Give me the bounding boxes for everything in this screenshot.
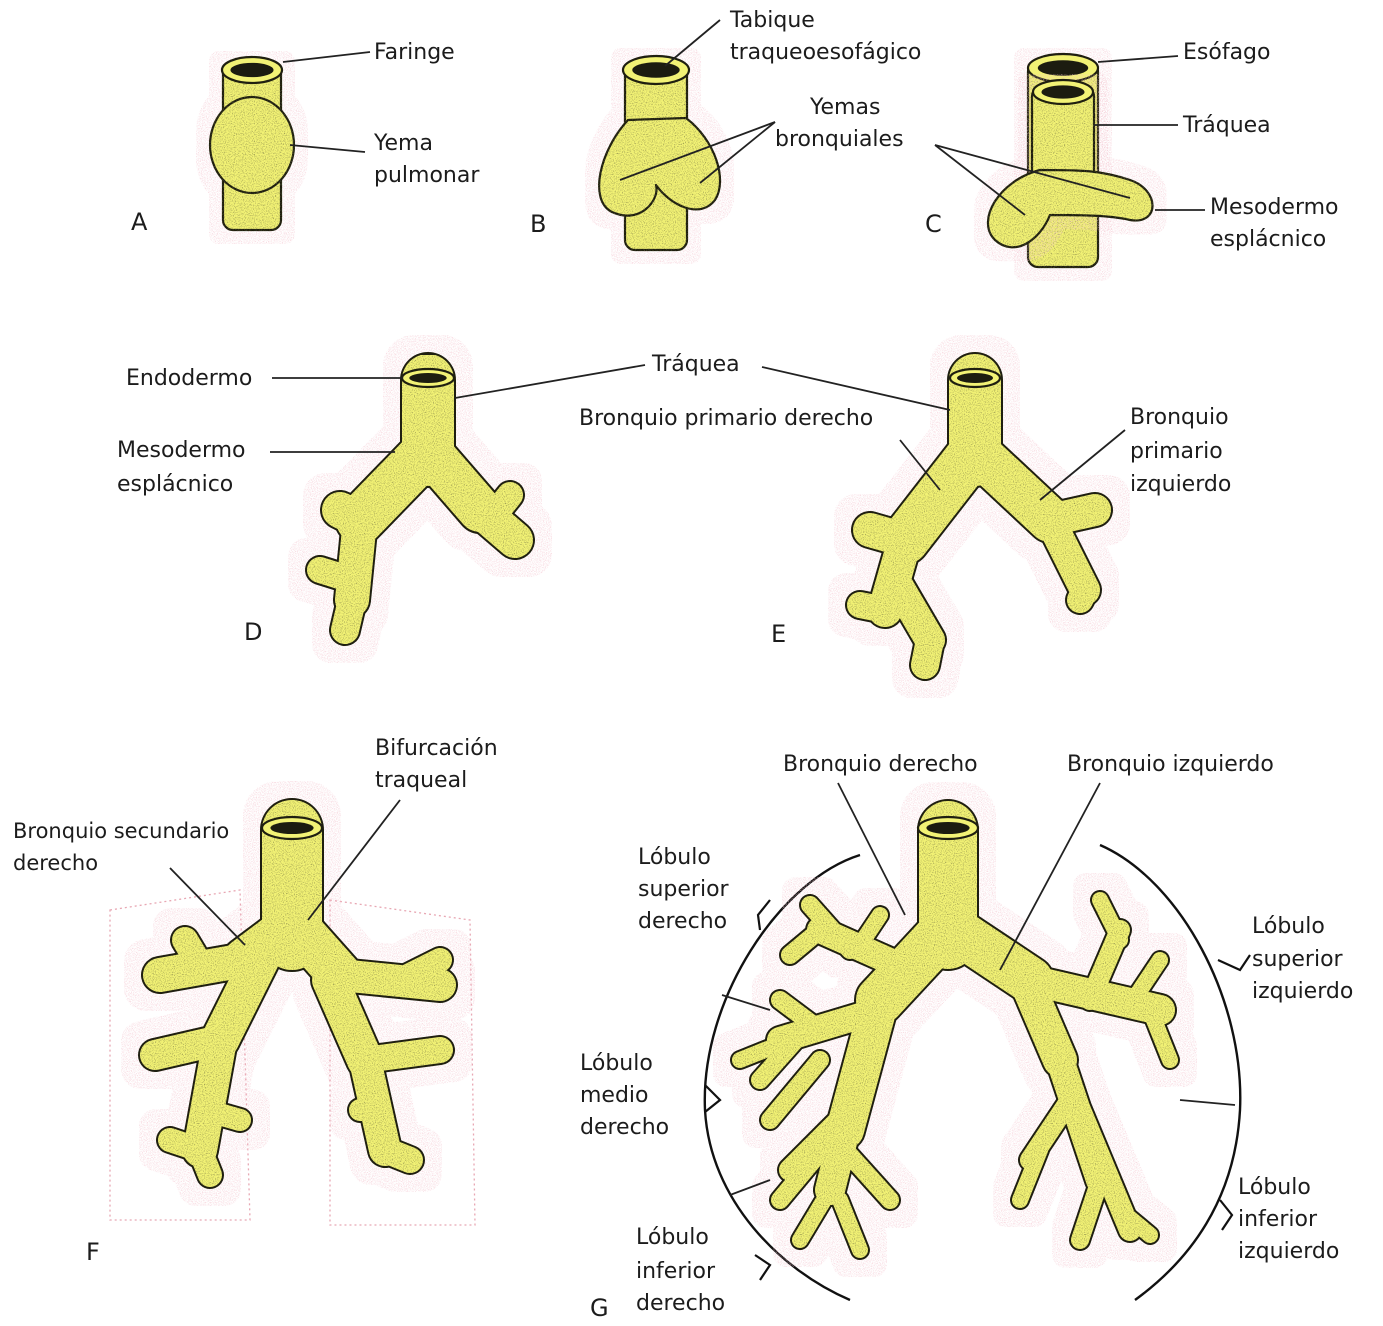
panel-label-d: D — [244, 618, 262, 646]
leader-traquea-d — [455, 365, 645, 398]
label-lobulo-sup-izq-1: Lóbulo — [1252, 911, 1325, 943]
label-tabique-1: Tabique — [730, 5, 815, 37]
label-bifurcacion-2: traqueal — [375, 765, 467, 797]
panel-label-b: B — [530, 210, 546, 238]
label-bronquio-primario-izq-3: izquierdo — [1130, 469, 1231, 501]
label-lobulo-medio-der-2: medio — [580, 1080, 649, 1112]
label-endodermo: Endodermo — [126, 363, 252, 395]
label-lobulo-sup-izq-2: superior — [1252, 944, 1343, 976]
label-lobulo-sup-der-1: Lóbulo — [638, 842, 711, 874]
panel-label-c: C — [925, 210, 942, 238]
leader-bronquiales-c1 — [935, 145, 1025, 215]
label-lobulo-medio-der-3: derecho — [580, 1112, 669, 1144]
leader-faringe — [283, 52, 370, 62]
label-mesodermo-c-2: esplácnico — [1210, 224, 1326, 256]
leader-yema-pulmonar — [290, 145, 365, 152]
leader-esofago — [1098, 56, 1178, 62]
label-lobulo-inf-izq-1: Lóbulo — [1238, 1172, 1311, 1204]
label-lobulo-inf-der-1: Lóbulo — [636, 1222, 709, 1254]
panel-g-bronchial-tree — [740, 830, 1170, 1250]
label-bronquio-izquierdo: Bronquio izquierdo — [1067, 749, 1274, 781]
panel-label-a: A — [131, 208, 147, 236]
panel-label-e: E — [771, 620, 786, 648]
leader-bronquio-derecho — [838, 783, 905, 915]
panel-b-lung-buds — [599, 62, 720, 250]
label-bronquio-primario-izq-1: Bronquio — [1130, 402, 1229, 434]
fissure-right-lower — [730, 1180, 770, 1195]
leader-bronquio-primario-izquierdo — [1040, 430, 1125, 500]
label-bronquio-secundario-1: Bronquio secundario — [13, 815, 229, 847]
fissure-left — [1180, 1100, 1235, 1105]
label-bronquio-secundario-2: derecho — [13, 847, 98, 879]
panel-d-primary-bronchi — [320, 380, 515, 630]
label-yemas-bronquiales-1: Yemas — [810, 92, 880, 124]
label-traquea-c: Tráquea — [1183, 110, 1271, 142]
leader-tabique — [665, 20, 720, 66]
label-bifurcacion-1: Bifurcación — [375, 733, 498, 765]
panel-e-branching — [860, 380, 1095, 665]
label-lobulo-inf-der-3: derecho — [636, 1288, 725, 1320]
label-mesodermo-c-1: Mesodermo — [1210, 192, 1339, 224]
label-traquea-de: Tráquea — [652, 349, 740, 381]
label-bronquio-primario-derecho: Bronquio primario derecho — [579, 403, 873, 435]
bracket-lobulo-sup-izq — [1218, 955, 1250, 970]
label-bronquio-derecho: Bronquio derecho — [783, 749, 978, 781]
label-lobulo-sup-der-2: superior — [638, 874, 729, 906]
leader-bronquio-izquierdo — [1000, 783, 1100, 970]
label-tabique-2: traqueoesofágico — [730, 37, 921, 69]
label-yema-pulmonar-1: Yema — [374, 128, 433, 160]
panel-f-secondary-bronchi — [155, 830, 440, 1175]
fissure-right-upper — [722, 995, 770, 1010]
panel-label-f: F — [86, 1238, 100, 1266]
bracket-lobulo-inf-der — [755, 1255, 770, 1280]
label-mesodermo-d-2: esplácnico — [117, 469, 233, 501]
bracket-lobulo-inf-izq — [1220, 1200, 1232, 1230]
panel-label-g: G — [590, 1294, 609, 1322]
bracket-lobulo-medio-der — [705, 1085, 720, 1112]
label-faringe: Faringe — [374, 37, 455, 69]
panel-a-lung-bud — [210, 65, 294, 230]
label-lobulo-medio-der-1: Lóbulo — [580, 1048, 653, 1080]
label-mesodermo-d-1: Mesodermo — [117, 435, 246, 467]
label-lobulo-inf-izq-2: inferior — [1238, 1204, 1317, 1236]
label-lobulo-sup-der-3: derecho — [638, 906, 727, 938]
label-lobulo-sup-izq-3: izquierdo — [1252, 976, 1353, 1008]
label-yema-pulmonar-2: pulmonar — [374, 160, 479, 192]
label-bronquio-primario-izq-2: primario — [1130, 436, 1223, 468]
label-yemas-bronquiales-2: bronquiales — [775, 124, 904, 156]
label-esofago: Esófago — [1183, 37, 1270, 69]
label-lobulo-inf-izq-3: izquierdo — [1238, 1236, 1339, 1268]
label-lobulo-inf-der-2: inferior — [636, 1256, 715, 1288]
